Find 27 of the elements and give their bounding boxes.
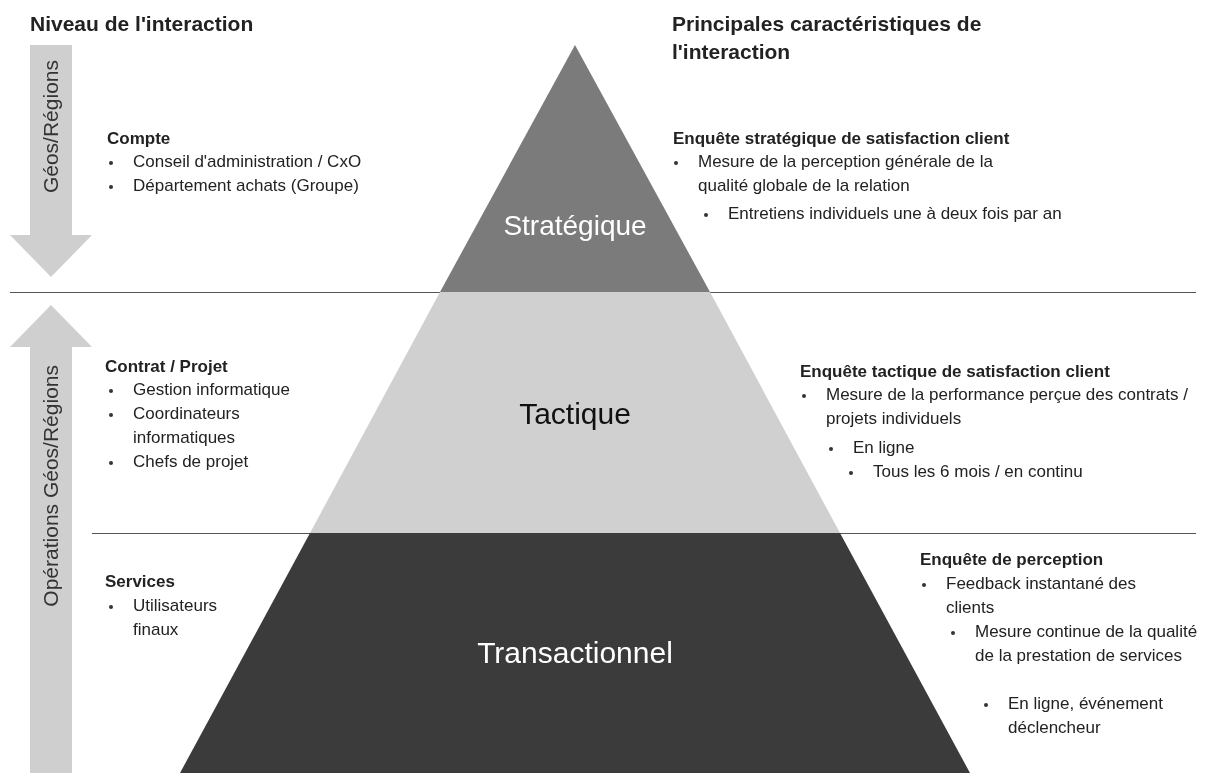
bullet-text: Entretiens individuels une à deux fois par an (728, 203, 1063, 225)
bullet-text: En ligne, événement déclencheur (1008, 693, 1164, 739)
bullet-text: Coordinateurs informatiques (133, 403, 241, 449)
column-heading: Niveau de l'interaction (30, 11, 255, 37)
layer-label: Transactionnel (477, 636, 673, 670)
bullet-text: Mesure continue de la qualité de la prestation de services (975, 621, 1199, 667)
layer-label: Tactique (519, 397, 631, 431)
arrow-label: Opérations Géos/Régions (38, 365, 63, 607)
section-title: Enquête stratégique de satisfaction client (673, 128, 1011, 150)
bullet-text: Feedback instantané des clients (946, 573, 1137, 619)
bullet-text: Mesure de la perception générale de la qualité globale de la relation (698, 151, 994, 197)
section-title: Contrat / Projet (105, 356, 229, 378)
bullet-text: Tous les 6 mois / en continu (873, 461, 1084, 483)
bullet-text: Utilisateurs finaux (133, 595, 219, 641)
bullet-text: En ligne (853, 437, 916, 459)
bullet-text: Mesure de la performance perçue des contrats / projets individuels (826, 384, 1189, 430)
section-title: Compte (107, 128, 172, 150)
column-heading: Principales caractéristiques de l'interaction (672, 11, 983, 65)
section-title: Enquête tactique de satisfaction client (800, 361, 1111, 383)
section-title: Services (105, 571, 176, 593)
bullet-text: Conseil d'administration / CxO (133, 151, 363, 173)
arrow-label: Géos/Régions (38, 60, 63, 194)
bullet-text: Chefs de projet (133, 451, 250, 473)
bullet-text: Département achats (Groupe) (133, 175, 360, 197)
layer-label: Stratégique (503, 210, 647, 242)
bullet-text: Gestion informatique (133, 379, 291, 401)
section-title: Enquête de perception (920, 549, 1105, 571)
